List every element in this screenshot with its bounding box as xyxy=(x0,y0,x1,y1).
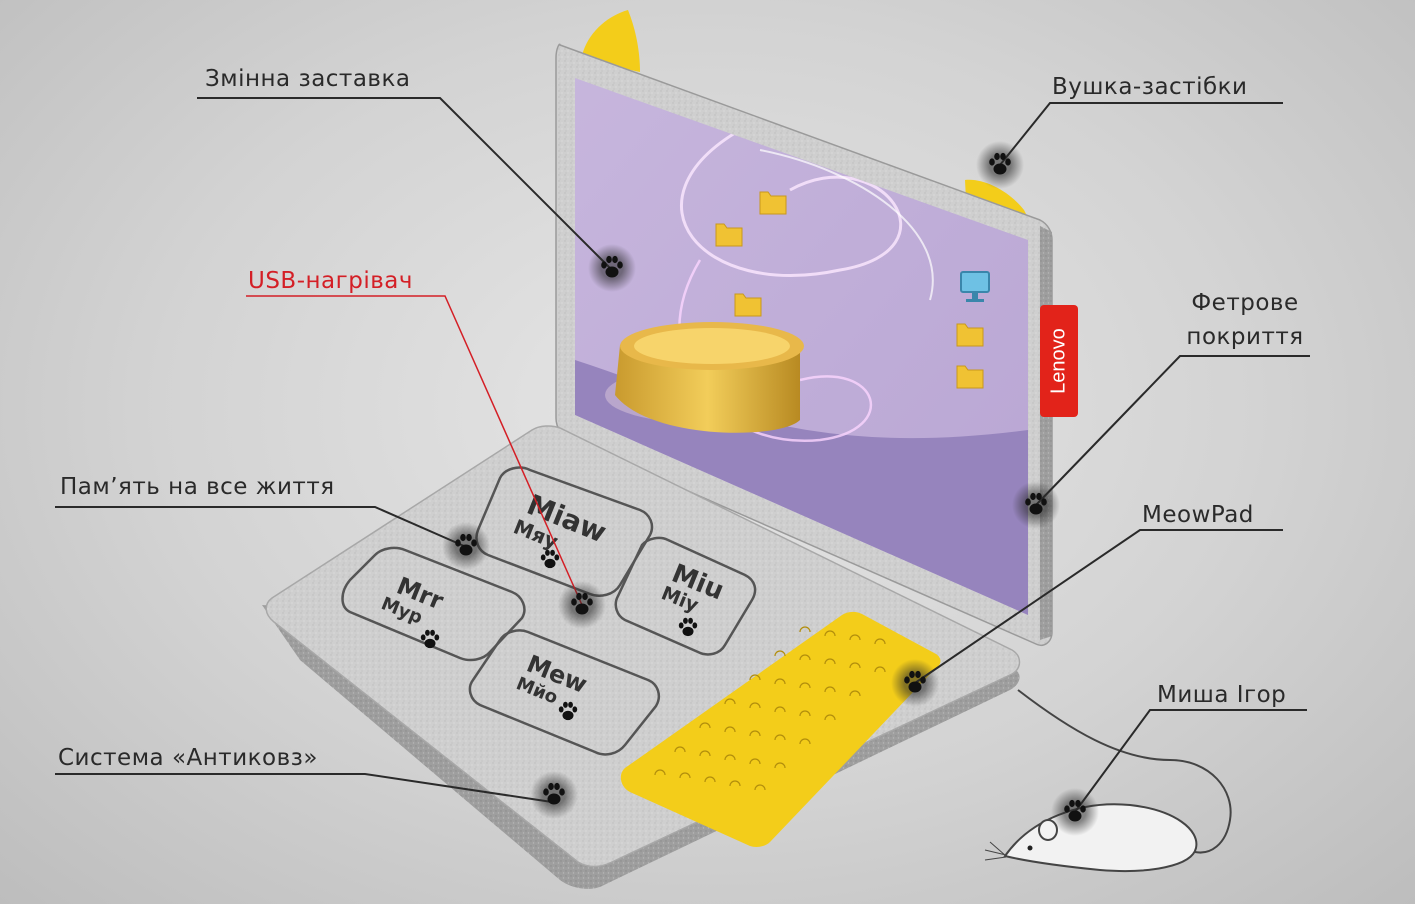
paw-icon[interactable] xyxy=(442,522,490,570)
mouse-cable xyxy=(1017,689,1232,854)
paw-icon[interactable] xyxy=(530,771,578,819)
label-felt-cover-line1: Фетрове xyxy=(1191,290,1299,316)
paw-icon[interactable] xyxy=(891,659,939,707)
label-felt-cover-line2: покриття xyxy=(1186,324,1304,350)
label-mouse: Миша Ігор xyxy=(1157,682,1287,708)
paw-icon[interactable] xyxy=(976,141,1024,189)
paw-icon[interactable] xyxy=(588,244,636,292)
meowpad[interactable] xyxy=(620,611,941,847)
label-lifetime-memory: Пам’ять на все життя xyxy=(60,474,335,500)
leader-felt-cover xyxy=(1035,355,1310,506)
label-ear-clips: Вушка-застібки xyxy=(1052,74,1248,100)
paw-icon[interactable] xyxy=(1051,788,1099,836)
svg-text:Lenovo: Lenovo xyxy=(1047,328,1069,394)
key-miu[interactable] xyxy=(614,536,757,656)
leader-antislip xyxy=(55,773,553,803)
key-mew[interactable] xyxy=(468,629,660,756)
paw-icon[interactable] xyxy=(1012,481,1060,529)
label-meowpad: MeowPad xyxy=(1142,502,1254,528)
cat-ear-icon xyxy=(583,10,640,72)
lenovo-logo: Lenovo xyxy=(1040,305,1078,417)
leader-mouse xyxy=(1074,709,1307,813)
monitor-icon xyxy=(960,271,990,302)
label-usb-heater: USB-нагрівач xyxy=(248,268,413,294)
leader-meowpad xyxy=(914,529,1283,684)
leader-usb-heater xyxy=(246,295,583,606)
label-felt-cover: Фетрове покриття xyxy=(1178,286,1312,354)
leader-lifetime-memory xyxy=(55,506,465,547)
key-mrr[interactable] xyxy=(341,546,526,662)
leader-ear-clips xyxy=(999,102,1283,166)
paw-icon[interactable] xyxy=(558,581,606,629)
label-replaceable-screen: Змінна заставка xyxy=(205,66,411,92)
label-antislip: Система «Антиковз» xyxy=(58,745,318,771)
leader-replaceable-screen xyxy=(197,97,611,269)
